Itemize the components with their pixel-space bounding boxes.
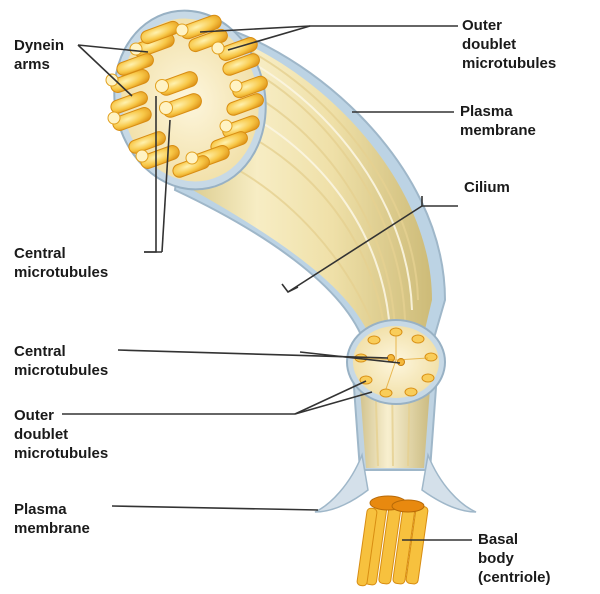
label-central-microtubules-top: Central microtubules — [14, 244, 108, 282]
label-central-microtubules-mid: Central microtubules — [14, 342, 108, 380]
cilium-bracket-end — [282, 284, 298, 292]
label-dynein-arms: Dynein arms — [14, 36, 64, 74]
basal-body — [357, 496, 429, 586]
label-outer-doublet-mid: Outer doublet microtubules — [14, 406, 108, 463]
label-plasma-membrane-bottom: Plasma membrane — [14, 500, 90, 538]
label-outer-doublet-top: Outer doublet microtubules — [462, 16, 556, 73]
label-plasma-membrane-top: Plasma membrane — [460, 102, 536, 140]
leader-plasma-bottom — [112, 506, 318, 510]
label-basal-body: Basal body (centriole) — [478, 530, 551, 587]
label-cilium: Cilium — [464, 178, 510, 197]
cilium-bracket — [422, 196, 458, 206]
